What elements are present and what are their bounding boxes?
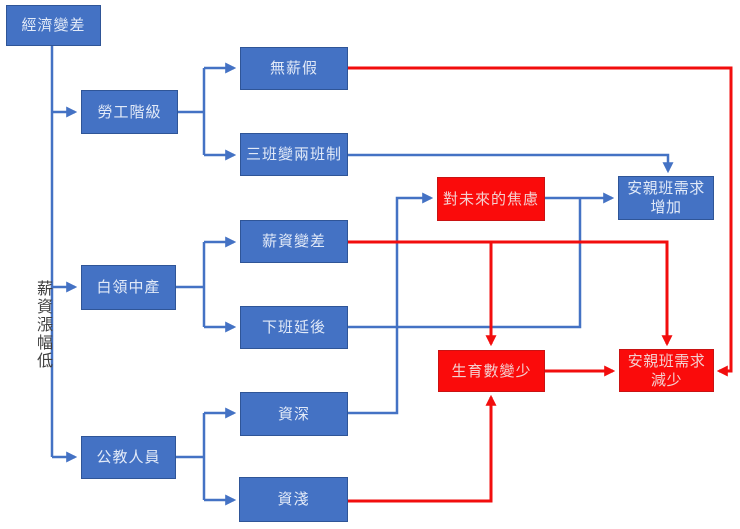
node-fewer-births: 生育數變少 [438,350,545,392]
edge-twoshifts-demandup [348,153,674,174]
edge-junior-fewerbirths [348,394,497,503]
node-future-anxiety: 對未來的焦慮 [437,177,545,221]
node-unpaid-leave: 無薪假 [240,47,348,90]
edge-senior-anxiety [348,192,434,415]
node-salary-worse: 薪資變差 [240,220,348,263]
node-economy: 經濟變差 [6,5,101,46]
node-label-line2: 減少 [650,371,682,389]
node-two-shifts: 三班變兩班制 [240,133,348,176]
node-afterschool-demand-up: 安親班需求 增加 [618,176,714,220]
edge-public-branch [176,413,206,500]
red-connectors [348,66,733,503]
node-junior: 資淺 [239,477,348,522]
blue-connectors [50,46,674,506]
node-labor-class: 勞工階級 [81,90,178,134]
node-white-collar: 白領中產 [81,265,176,310]
node-later-off-work: 下班延後 [240,306,348,349]
side-label-wage-growth-low: 薪資漲幅低 [34,280,51,370]
edge-whitecollar-branch [176,242,206,327]
edge-salary-demanddown [348,240,673,347]
edge-labor-branch [178,68,206,155]
node-senior: 資深 [240,392,348,436]
node-label-line1: 安親班需求 [627,180,705,197]
node-label-line2: 增加 [650,199,682,216]
node-afterschool-demand-down: 安親班需求 減少 [619,349,714,392]
node-label-line1: 安親班需求 [627,352,706,370]
node-public-servants: 公教人員 [81,436,176,479]
edge-unpaid-demanddown [348,66,733,377]
